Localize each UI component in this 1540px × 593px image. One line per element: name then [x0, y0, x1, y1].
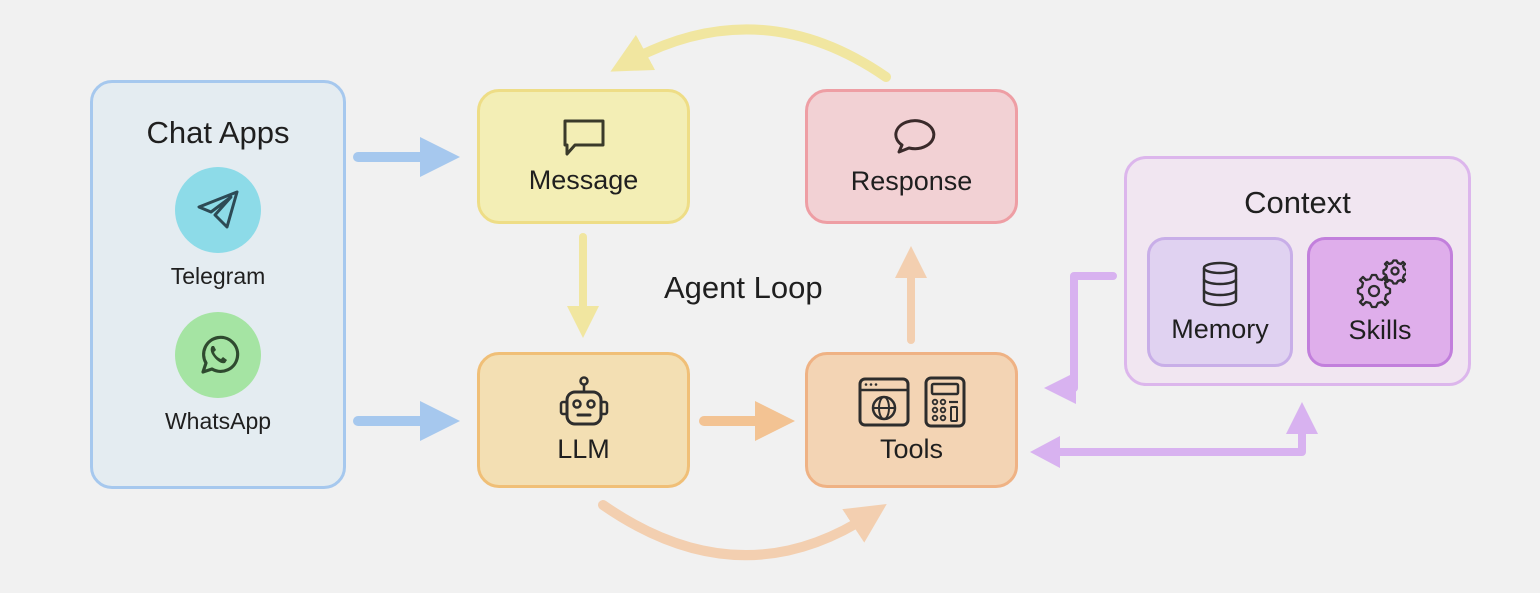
response-label: Response — [850, 166, 973, 196]
browser-globe-icon — [858, 376, 910, 428]
skills-label: Skills — [1348, 314, 1412, 345]
whatsapp-app: WhatsApp — [165, 312, 271, 435]
llm-label: LLM — [557, 433, 610, 464]
telegram-label: Telegram — [170, 263, 266, 289]
llm-node: LLM — [477, 352, 690, 488]
robot-icon — [556, 375, 612, 428]
arrow-response-to-message — [610, 24, 891, 82]
whatsapp-label: WhatsApp — [164, 408, 272, 434]
memory-node: Memory — [1147, 237, 1293, 367]
whatsapp-logo — [174, 312, 261, 398]
message-node: Message — [477, 89, 690, 224]
tools-icon-group — [858, 376, 966, 428]
tools-node: Tools — [805, 352, 1018, 488]
context-panel: Context Memory Skills — [1124, 156, 1471, 386]
database-icon — [1200, 260, 1240, 308]
telegram-plane-icon — [193, 185, 243, 235]
agent-loop-label: Agent Loop — [664, 270, 823, 305]
memory-label: Memory — [1171, 313, 1269, 344]
response-node: Response — [805, 89, 1018, 224]
arrow-tools-to-context — [1056, 402, 1318, 456]
arrow-context-to-tools — [1044, 272, 1117, 404]
chat-bubble-square-icon — [561, 117, 607, 159]
tools-label: Tools — [879, 433, 944, 464]
telegram-logo — [174, 167, 261, 253]
message-label: Message — [528, 165, 639, 195]
skills-node: Skills — [1307, 237, 1453, 367]
telegram-app: Telegram — [170, 167, 266, 290]
context-title: Context — [1244, 185, 1351, 220]
arrowhead-into-tools — [1030, 436, 1060, 468]
whatsapp-phone-icon — [193, 330, 243, 380]
gears-icon — [1354, 258, 1406, 309]
arrow-llm-to-tools-curved — [598, 500, 887, 560]
calculator-icon — [924, 376, 966, 428]
chat-bubble-round-icon — [887, 116, 937, 160]
chat-apps-title: Chat Apps — [146, 115, 290, 150]
chat-apps-panel: Chat Apps Telegram WhatsApp — [90, 80, 346, 489]
